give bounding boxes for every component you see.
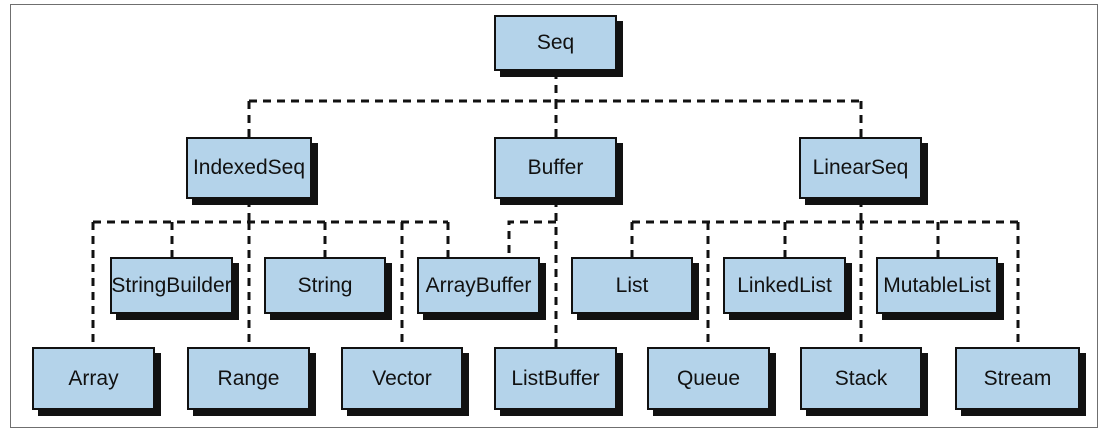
node-queue: Queue [647,347,770,410]
edge-linearseq-children [630,199,1020,347]
node-stream: Stream [955,347,1080,410]
node-linearseq: LinearSeq [799,137,922,199]
node-buffer: Buffer [494,137,617,199]
node-stack: Stack [800,347,922,410]
node-listbuffer: ListBuffer [494,347,617,410]
node-range: Range [187,347,310,410]
node-stringbuilder: StringBuilder [110,257,233,314]
edge-buffer-children [507,199,558,347]
node-list: List [571,257,693,314]
node-arraybuffer: ArrayBuffer [417,257,540,314]
edge-seq-children [247,71,863,137]
node-linkedlist: LinkedList [723,257,846,314]
node-vector: Vector [341,347,463,410]
node-indexedseq: IndexedSeq [186,137,312,199]
node-string: String [264,257,386,314]
node-array: Array [32,347,155,410]
edge-indexedseq-children [91,199,450,347]
node-seq: Seq [494,15,617,71]
node-mutablelist: MutableList [876,257,998,314]
